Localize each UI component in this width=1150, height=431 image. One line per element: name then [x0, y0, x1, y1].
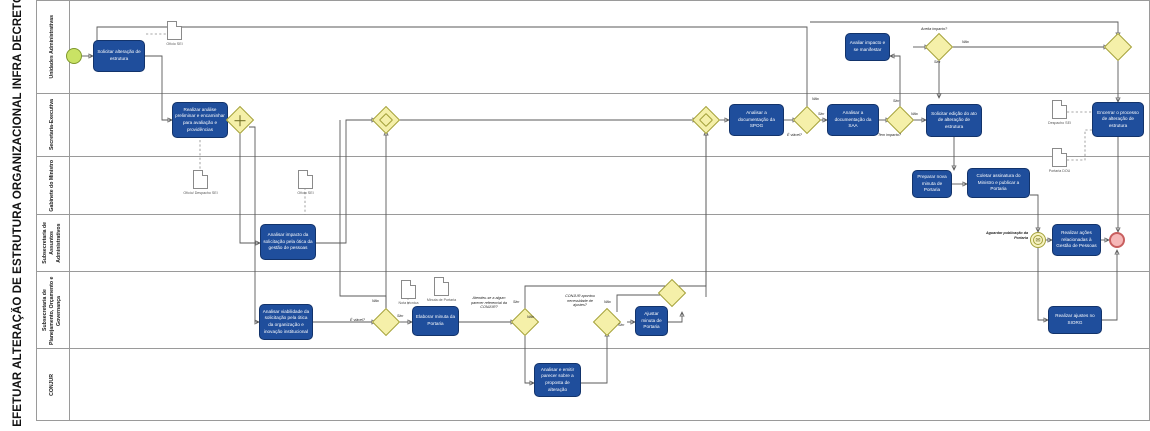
- flow-label-nao-spog: Não: [812, 97, 819, 101]
- document-label: Ofício/ Despacho SEI: [183, 191, 218, 195]
- flow-label-nao-impacto: Não: [911, 112, 918, 116]
- task-encerrar-processo[interactable]: Encerrar o processo de alteração de estr…: [1092, 102, 1144, 137]
- task-realizar-analise-preliminar[interactable]: Realizar análise preliminar e encaminhar…: [172, 102, 228, 138]
- lane-label-unidades-administrativas: Unidades Administrativas: [36, 1, 70, 93]
- intermediate-event-aguardar-publicacao[interactable]: ✉: [1030, 232, 1046, 248]
- lane-label-secretaria-executiva: Secretaria-Executiva: [36, 94, 70, 156]
- diamond-icon: [698, 112, 714, 128]
- flow-label-sim-impacto: Sim: [893, 99, 900, 103]
- label-e-viavel-spog: É viável?: [787, 133, 802, 137]
- document-oficio-sei-2: Ofício SEI: [297, 170, 314, 195]
- document-nota-tecnica: Nota técnica: [399, 280, 418, 305]
- lane-unidades-administrativas: Unidades Administrativas: [36, 0, 1150, 93]
- lane-label-conjur: CONJUR: [36, 349, 70, 421]
- page-fold-icon: [203, 170, 208, 175]
- page-fold-icon: [1062, 100, 1067, 105]
- flow-label-nao-aceita: Não: [962, 40, 969, 44]
- flow-label-sim-aceita: Sim: [934, 60, 941, 64]
- label-e-viavel-conjur: É viável?: [350, 318, 365, 322]
- envelope-icon: ✉: [1035, 237, 1041, 244]
- flow-label-sim-spog: Sim: [818, 112, 825, 116]
- flow-label-sim-atendeu: Sim: [513, 300, 520, 304]
- label-aceita-impacto: Aceita impacto?: [921, 27, 948, 31]
- plus-icon: [235, 115, 246, 126]
- document-label: Despacho SEI: [1048, 121, 1071, 125]
- lane-label-gabinete-do-ministro: Gabinete do Ministro: [36, 157, 70, 214]
- task-analisar-impacto-gestao-pessoas[interactable]: Analisar impacto da solicitação pela óti…: [260, 224, 316, 260]
- task-analisar-documentacao-saa[interactable]: Analisar a documentação da SAA: [827, 104, 879, 136]
- document-oficio-despacho-sei: Ofício/ Despacho SEI: [183, 170, 218, 195]
- lane-subsecretaria-assuntos-administrativos: Subsecretaria de Assuntos Administrativo…: [36, 214, 1150, 271]
- lane-conjur: CONJUR: [36, 348, 1150, 421]
- page-fold-icon: [444, 277, 449, 282]
- task-analisar-documentacao-spog[interactable]: Analisar a documentação da SPOG: [729, 104, 784, 136]
- task-solicitar-edicao-ato[interactable]: Solicitar edição do ato de alteração de …: [926, 104, 982, 137]
- lane-secretaria-executiva: Secretaria-Executiva: [36, 93, 1150, 156]
- document-label: Ofício SEI: [297, 191, 314, 195]
- task-solicitar-alteracao[interactable]: Solicitar alteração de estrutura: [93, 40, 145, 72]
- label-conjur-ajustes: CONJUR apontou necessidade de ajustes?: [565, 294, 595, 308]
- lane-subsecretaria-planejamento: Subsecretaria de Planejamento, Orçamento…: [36, 271, 1150, 348]
- task-coletar-assinatura[interactable]: Coletar assinatura do Ministro e publica…: [967, 168, 1030, 198]
- document-despacho-sei: Despacho SEI: [1048, 100, 1071, 125]
- page-fold-icon: [177, 21, 182, 26]
- lane-label-subsecretaria-assuntos-administrativos: Subsecretaria de Assuntos Administrativo…: [36, 215, 70, 271]
- task-realizar-acoes-gestao-pessoas[interactable]: Realizar ações relacionadas à Gestão de …: [1052, 224, 1101, 256]
- flow-label-nao-1: Não: [372, 299, 379, 303]
- document-oficio-sei-1: Ofício SEI: [166, 21, 183, 46]
- task-preparar-nova-minuta[interactable]: Preparar nova minuta de Portaria: [912, 170, 952, 198]
- end-event[interactable]: [1109, 232, 1125, 248]
- document-label: Nota técnica: [398, 301, 419, 305]
- label-tem-impacto: Tem impacto?: [878, 133, 902, 137]
- start-event[interactable]: [66, 48, 82, 64]
- page-fold-icon: [308, 170, 313, 175]
- task-analisar-emitir-parecer[interactable]: Analisar e emitir parecer sobre a propos…: [534, 363, 581, 397]
- task-ajustar-minuta-portaria[interactable]: Ajustar minuta de Portaria: [635, 306, 668, 336]
- label-atendeu-parecer: Atendeu-se a algum parecer referencial d…: [471, 296, 507, 310]
- document-portaria-dou: Portaria DOU: [1049, 148, 1070, 173]
- document-label: Ofício SEI: [166, 42, 183, 46]
- document-minuta-de-portaria: Minuta de Portaria: [427, 277, 456, 302]
- task-elaborar-minuta-portaria[interactable]: Elaborar minuta da Portaria: [412, 306, 459, 336]
- task-realizar-ajustes-siorg[interactable]: Realizar ajustes no SIORG: [1048, 306, 1102, 334]
- aguardar-publicacao-label: Aguardar publicação da Portaria: [986, 231, 1029, 240]
- task-avaliar-impacto-manifestar[interactable]: Avaliar impacto e se manifestar: [845, 33, 890, 61]
- task-analisar-viabilidade-organizacao[interactable]: Analisar viabilidade da solicitação pela…: [259, 304, 313, 340]
- flow-label-nao-ajustes: Não: [604, 300, 611, 304]
- document-label: Minuta de Portaria: [426, 298, 457, 302]
- document-label: Portaria DOU: [1048, 169, 1071, 173]
- page-fold-icon: [1062, 148, 1067, 153]
- lane-gabinete-do-ministro: Gabinete do Ministro: [36, 156, 1150, 214]
- flow-label-nao-atendeu: Não: [527, 315, 534, 319]
- flow-label-sim-ajustes: Sim: [618, 323, 625, 327]
- diamond-icon: [378, 112, 394, 128]
- flow-label-sim-1: Sim: [397, 314, 404, 318]
- page-fold-icon: [411, 280, 416, 285]
- lane-label-subsecretaria-planejamento: Subsecretaria de Planejamento, Orçamento…: [36, 272, 70, 348]
